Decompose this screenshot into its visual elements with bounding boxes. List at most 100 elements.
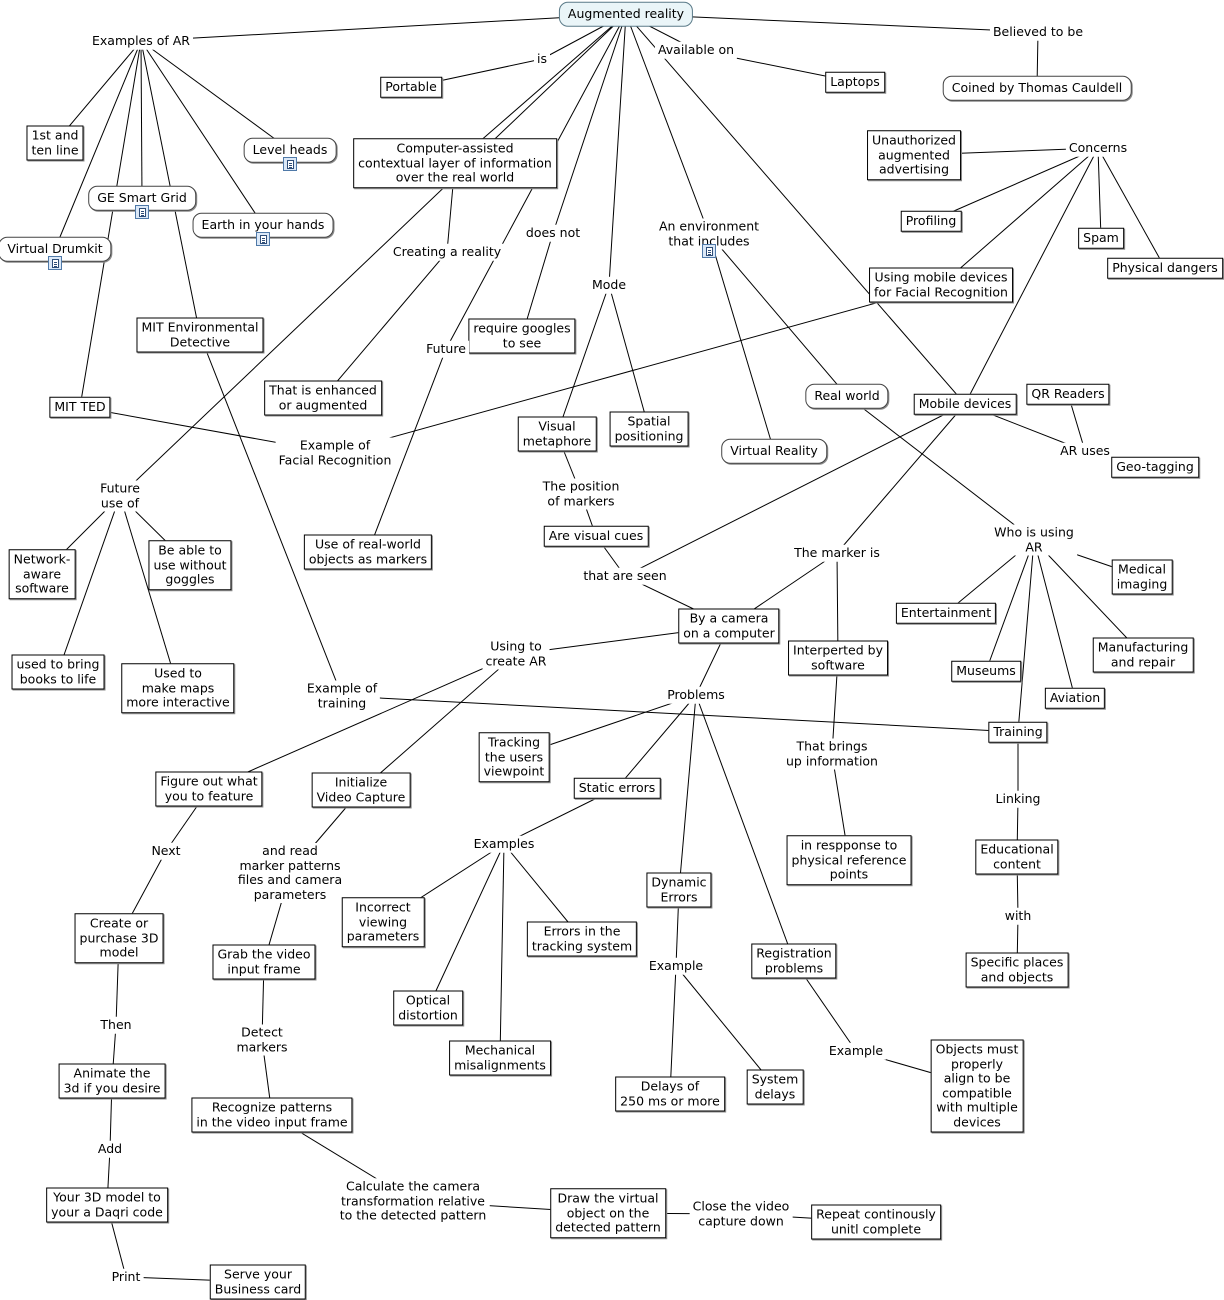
concept-unauth[interactable]: Unauthorized augmented advertising	[867, 130, 961, 180]
link-phrase-next[interactable]: Next	[148, 842, 184, 860]
link-phrase-example_fr[interactable]: Example of Facial Recognition	[275, 437, 395, 469]
link-phrase-future[interactable]: Future	[423, 340, 469, 358]
concept-laptops[interactable]: Laptops	[825, 71, 885, 93]
document-attachment-icon[interactable]	[135, 204, 149, 219]
concept-manuf[interactable]: Manufacturing and repair	[1092, 637, 1194, 673]
concept-optical[interactable]: Optical distortion	[393, 990, 463, 1026]
concept-yourmodel[interactable]: Your 3D model to your a Daqri code	[46, 1187, 168, 1223]
link-phrase-is[interactable]: is	[534, 50, 550, 68]
concept-medical[interactable]: Medical imaging	[1111, 559, 1173, 595]
concept-spam[interactable]: Spam	[1078, 227, 1124, 249]
concept-tracking[interactable]: Tracking the users viewpoint	[478, 732, 550, 782]
link-phrase-examples[interactable]: Examples of AR	[89, 32, 193, 50]
link-phrase-then[interactable]: Then	[97, 1016, 135, 1034]
link-phrase-calculate[interactable]: Calculate the camera transformation rela…	[336, 1178, 490, 1224]
concept-response[interactable]: in respponse to physical reference point…	[786, 835, 912, 885]
concept-spatial[interactable]: Spatial positioning	[609, 411, 689, 447]
concept-museums[interactable]: Museums	[951, 660, 1021, 682]
concept-vr[interactable]: Virtual Reality	[721, 438, 827, 464]
link-phrase-whousing[interactable]: Who is using AR	[991, 524, 1077, 556]
link-phrase-print[interactable]: Print	[108, 1268, 144, 1286]
document-attachment-icon[interactable]	[283, 156, 297, 171]
link-phrase-with[interactable]: with	[1001, 907, 1035, 925]
concept-enhanced[interactable]: That is enhanced or augmented	[264, 380, 382, 416]
concept-ar[interactable]: Augmented reality	[558, 1, 694, 27]
concept-entertain[interactable]: Entertainment	[895, 602, 997, 624]
concept-initialize[interactable]: Initialize Video Capture	[311, 772, 411, 808]
link-phrase-close[interactable]: Close the video capture down	[689, 1198, 793, 1230]
concept-realobj[interactable]: Use of real-world objects as markers	[303, 534, 433, 570]
document-attachment-icon[interactable]	[256, 231, 270, 246]
link-phrase-linking[interactable]: Linking	[992, 790, 1044, 808]
link-phrase-detect[interactable]: Detect markers	[233, 1024, 291, 1056]
concept-static[interactable]: Static errors	[573, 777, 661, 799]
concept-objects[interactable]: Objects must properly align to be compat…	[930, 1039, 1024, 1133]
link-phrase-concerns[interactable]: Concerns	[1065, 139, 1131, 157]
concept-require[interactable]: require googles to see	[468, 318, 576, 354]
concept-camera[interactable]: By a camera on a computer	[678, 608, 780, 644]
concept-1st[interactable]: 1st and ten line	[26, 125, 84, 161]
link-phrase-markeris[interactable]: The marker is	[791, 544, 883, 562]
concept-registration[interactable]: Registration problems	[751, 943, 837, 979]
concept-sysdelays[interactable]: System delays	[746, 1069, 804, 1105]
concept-usingmobile[interactable]: Using mobile devices for Facial Recognit…	[869, 267, 1013, 303]
concept-coined[interactable]: Coined by Thomas Cauldell	[942, 75, 1132, 101]
concept-mechanical[interactable]: Mechanical misalignments	[449, 1040, 551, 1076]
concept-mobile[interactable]: Mobile devices	[913, 393, 1017, 415]
link-phrase-add[interactable]: Add	[94, 1140, 126, 1158]
document-attachment-icon[interactable]	[48, 255, 62, 270]
link-phrase-available[interactable]: Available on	[654, 41, 738, 59]
concept-books[interactable]: used to bring books to life	[11, 654, 105, 690]
concept-errtracking[interactable]: Errors in the tracking system	[526, 921, 638, 957]
concept-physical[interactable]: Physical dangers	[1107, 257, 1223, 279]
concept-portable[interactable]: Portable	[380, 76, 442, 98]
link-phrase-future_use[interactable]: Future use of	[97, 480, 143, 512]
link-phrase-doesnot[interactable]: does not	[522, 224, 584, 242]
concept-visual[interactable]: Visual metaphore	[517, 416, 597, 452]
link-phrase-andread[interactable]: and read marker patterns files and camer…	[234, 843, 346, 903]
concept-specific[interactable]: Specific places and objects	[965, 952, 1069, 988]
document-attachment-icon[interactable]	[702, 243, 716, 258]
concept-animate[interactable]: Animate the 3d if you desire	[58, 1063, 166, 1099]
concept-computer[interactable]: Computer-assisted contextual layer of in…	[353, 138, 557, 188]
concept-draw[interactable]: Draw the virtual object on the detected …	[550, 1188, 666, 1238]
link-phrase-problems[interactable]: Problems	[664, 686, 728, 704]
concept-arevisual[interactable]: Are visual cues	[543, 525, 649, 547]
link-phrase-mode[interactable]: Mode	[588, 276, 630, 294]
concept-geotag[interactable]: Geo-tagging	[1111, 456, 1199, 478]
link-phrase-example_dyn[interactable]: Example	[645, 957, 707, 975]
link-phrase-seen[interactable]: that are seen	[580, 567, 670, 585]
link-phrase-usingcreate[interactable]: Using to create AR	[482, 638, 550, 670]
concept-grab[interactable]: Grab the video input frame	[212, 944, 316, 980]
concept-figure[interactable]: Figure out what you to feature	[155, 771, 263, 807]
link-phrase-creating[interactable]: Creating a reality	[389, 243, 505, 261]
concept-interpreted[interactable]: Interperted by software	[788, 640, 888, 676]
concept-mitted[interactable]: MIT TED	[49, 396, 111, 418]
concept-network[interactable]: Network- aware software	[8, 549, 76, 599]
link-phrase-believed[interactable]: Believed to be	[989, 23, 1087, 41]
concept-maps[interactable]: Used to make maps more interactive	[121, 663, 235, 713]
concept-dynamic[interactable]: Dynamic Errors	[646, 872, 712, 908]
concept-delays[interactable]: Delays of 250 ms or more	[615, 1076, 725, 1112]
concept-beable[interactable]: Be able to use without goggles	[148, 540, 232, 590]
concept-educational[interactable]: Educational content	[975, 839, 1059, 875]
link-phrase-env[interactable]: An environment that includes	[655, 218, 763, 250]
concept-createmodel[interactable]: Create or purchase 3D model	[74, 913, 164, 963]
concept-mit_env[interactable]: MIT Environmental Detective	[136, 317, 264, 353]
link-phrase-examples2[interactable]: Examples	[470, 835, 538, 853]
concept-aviation[interactable]: Aviation	[1044, 687, 1106, 709]
concept-profiling[interactable]: Profiling	[900, 210, 962, 232]
concept-repeat[interactable]: Repeat continously unitl complete	[811, 1204, 941, 1240]
concept-recognize[interactable]: Recognize patterns in the video input fr…	[191, 1097, 353, 1133]
concept-incorrect[interactable]: Incorrect viewing parameters	[341, 897, 425, 947]
link-phrase-bringsup[interactable]: That brings up information	[783, 738, 881, 770]
concept-qr[interactable]: QR Readers	[1026, 383, 1110, 405]
link-phrase-example_reg[interactable]: Example	[825, 1042, 887, 1060]
concept-realworld[interactable]: Real world	[805, 383, 889, 409]
connector-ar-mobile	[625, 13, 966, 405]
concept-training[interactable]: Training	[988, 721, 1048, 743]
link-phrase-extraining[interactable]: Example of training	[303, 680, 381, 712]
concept-serve[interactable]: Serve your Business card	[209, 1264, 307, 1300]
link-phrase-aruses[interactable]: AR uses	[1057, 442, 1113, 460]
link-phrase-position[interactable]: The position of markers	[539, 478, 623, 510]
